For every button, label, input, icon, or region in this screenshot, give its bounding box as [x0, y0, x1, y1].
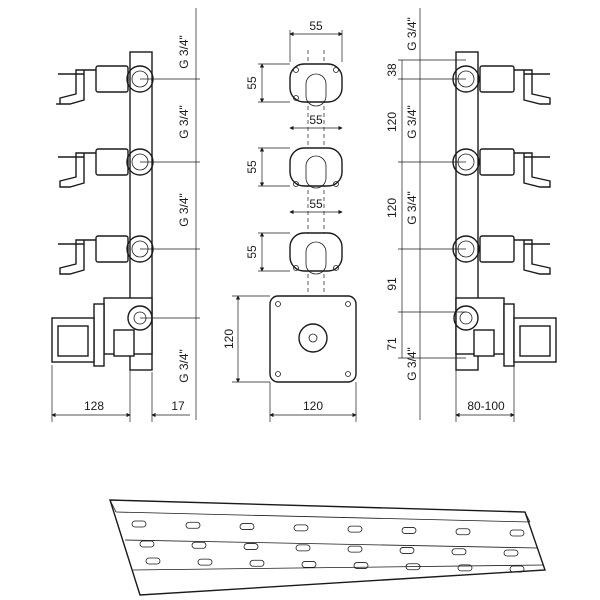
rail-slot — [457, 564, 473, 572]
right-spacing-dim-120b: 120 — [385, 198, 399, 218]
rail-slot — [503, 549, 519, 557]
right-thread-label-4: G 3/4" — [405, 347, 419, 381]
rail-slot — [405, 563, 421, 571]
right-mixer-body — [453, 297, 557, 367]
rail-slot — [455, 528, 471, 536]
left-side-view: G 3/4" G 3/4" G 3/4" G 3/4" 128 17 — [51, 8, 200, 422]
rail-slot — [509, 565, 525, 573]
front-spacing-dim-1: 55 — [309, 19, 323, 33]
rail-slot — [401, 527, 417, 534]
rail-slot — [131, 520, 147, 528]
rail-slot — [197, 558, 213, 566]
front-spacing-dim-3: 55 — [309, 197, 323, 211]
left-thread-label-4: G 3/4" — [177, 349, 191, 383]
rail-slot — [399, 547, 415, 554]
manifold-pipe — [129, 51, 153, 371]
rail-slot — [139, 540, 155, 548]
front-height-dim-1: 55 — [245, 76, 259, 90]
right-depth-dim: 80-100 — [467, 399, 505, 413]
rail-slot — [243, 543, 259, 550]
left-thread-label-1: G 3/4" — [177, 35, 191, 69]
rail-slot — [347, 545, 363, 553]
rail-slot — [451, 548, 467, 556]
front-height-dim-3: 55 — [245, 245, 259, 259]
rail-slot — [239, 523, 255, 530]
right-thread-label-2: G 3/4" — [405, 105, 419, 139]
rail-slot — [249, 559, 265, 567]
rail-slot — [145, 557, 161, 565]
right-spacing-dim-71: 71 — [385, 337, 399, 351]
rail-slot — [347, 525, 363, 533]
right-spacing-dim-91: 91 — [385, 277, 399, 291]
front-spacing-dim-2: 55 — [309, 113, 323, 127]
right-thread-label-3: G 3/4" — [405, 191, 419, 225]
front-height-dim-2: 55 — [245, 160, 259, 174]
right-valve-1 — [452, 65, 551, 105]
left-valve-1 — [56, 65, 154, 105]
front-valve-2 — [289, 147, 343, 189]
right-valve-2 — [452, 148, 551, 188]
right-thread-label-1: G 3/4" — [405, 17, 419, 51]
left-thread-label-3: G 3/4" — [177, 193, 191, 227]
right-side-view: G 3/4" G 3/4" G 3/4" G 3/4" 38 120 120 9… — [385, 8, 557, 422]
left-thread-label-2: G 3/4" — [177, 105, 191, 139]
rail-slot — [185, 521, 201, 529]
left-width-dim-128: 128 — [84, 399, 104, 413]
left-width-dim-17: 17 — [171, 399, 185, 413]
front-plate-height-dim: 120 — [222, 329, 236, 349]
front-view: 55 55 55 55 55 55 120 120 — [222, 19, 357, 422]
perforated-mounting-rail — [109, 499, 546, 596]
front-plate-width-dim: 120 — [303, 399, 323, 413]
left-mixer-body — [51, 297, 153, 367]
rail-slot — [301, 561, 317, 568]
right-spacing-dim-120a: 120 — [385, 112, 399, 132]
front-mixer-plate — [269, 295, 357, 383]
rail-slot — [353, 562, 369, 569]
front-valve-1 — [289, 63, 343, 107]
front-valve-3 — [289, 232, 343, 275]
rail-slot — [293, 524, 309, 532]
rail-slot — [295, 544, 311, 552]
rail-slots — [131, 520, 525, 573]
right-spacing-dim-38: 38 — [385, 63, 399, 77]
right-valve-3 — [452, 235, 551, 275]
rail-slot — [509, 529, 525, 537]
right-manifold-pipe — [455, 51, 479, 371]
left-valve-2 — [58, 148, 154, 188]
rail-slot — [191, 541, 207, 549]
